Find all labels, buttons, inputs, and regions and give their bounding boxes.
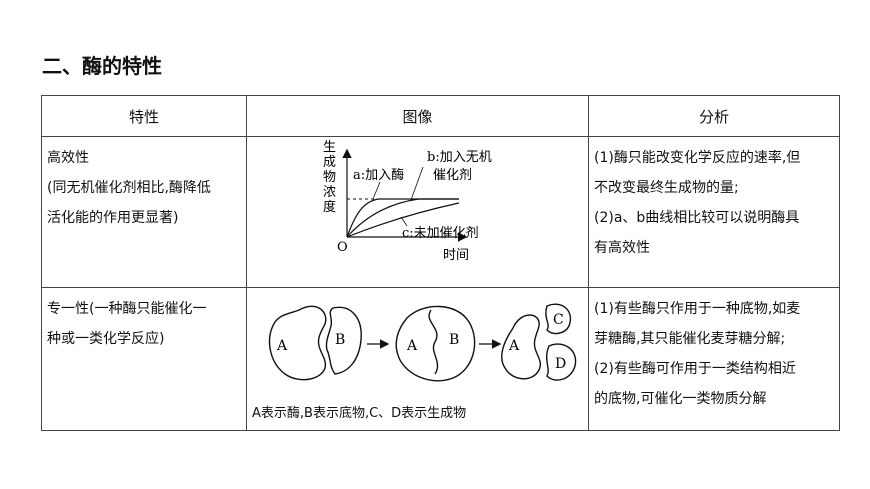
feature-line: 活化能的作用更显著)	[47, 210, 179, 226]
table-header-row: 特性 图像 分析	[41, 95, 840, 137]
graph-cell: 生 成 物 浓 度 O 时间	[246, 136, 589, 288]
origin-label: O	[337, 240, 348, 255]
analysis-line: 不改变最终生成物的量;	[594, 180, 739, 196]
curve-b-label: 催化剂	[433, 168, 472, 183]
substrate-b-shape	[325, 306, 362, 375]
curve-c-label: c:未加催化剂	[402, 226, 479, 241]
table-row-efficiency: 高效性 (同无机催化剂相比,酶降低 活化能的作用更显著) 生 成 物 浓	[41, 136, 840, 288]
analysis-line: (1)酶只能改变化学反应的速率,但	[594, 150, 801, 166]
label-a: A	[508, 338, 520, 354]
curve-a-enzyme	[346, 198, 459, 238]
analysis-line: 有高效性	[594, 240, 650, 256]
label-b: B	[449, 332, 459, 348]
x-axis-label: 时间	[443, 248, 469, 263]
diagram-cell: A B A B A C D A表示酶,B表示底物	[246, 287, 589, 431]
header-image: 图像	[246, 95, 589, 137]
feature-line: 专一性(一种酶只能催化一	[47, 301, 207, 317]
enzyme-a-shape	[268, 305, 327, 381]
feature-line: 种或一类化学反应)	[47, 331, 165, 347]
y-axis-label-char: 成	[323, 155, 336, 170]
analysis-cell: (1)酶只能改变化学反应的速率,但 不改变最终生成物的量; (2)a、b曲线相比…	[588, 136, 840, 288]
header-feature: 特性	[41, 95, 247, 137]
complex-boundary	[428, 309, 439, 375]
label-d: D	[555, 356, 566, 372]
product-d-shape	[546, 343, 577, 381]
page-title: 二、酶的特性	[42, 54, 162, 78]
analysis-line: 的底物,可催化一类物质分解	[594, 391, 767, 407]
feature-line: (同无机催化剂相比,酶降低	[47, 180, 211, 196]
product-concentration-graph: 生 成 物 浓 度 O 时间	[323, 140, 492, 263]
y-axis-label-char: 物	[323, 170, 336, 185]
curve-c-pointer	[400, 216, 408, 227]
enzyme-properties-table: 特性 图像 分析 高效性 (同无机催化剂相比,酶降低 活化能的作用更显著)	[41, 95, 840, 431]
curve-b-label: b:加入无机	[427, 150, 492, 165]
table-row-specificity: 专一性(一种酶只能催化一 种或一类化学反应) A B	[41, 287, 840, 431]
analysis-cell: (1)有些酶只作用于一种底物,如麦 芽糖酶,其只能催化麦芽糖分解; (2)有些酶…	[588, 287, 840, 431]
curve-b-inorganic-catalyst	[346, 198, 459, 238]
analysis-line: (1)有些酶只作用于一种底物,如麦	[594, 301, 801, 317]
diagram-caption: A表示酶,B表示底物,C、D表示生成物	[252, 406, 467, 421]
label-a: A	[406, 338, 418, 354]
feature-line: 高效性	[47, 150, 89, 166]
curve-c-no-catalyst	[346, 202, 460, 238]
product-c-shape	[545, 303, 572, 335]
analysis-line: (2)a、b曲线相比较可以说明酶具	[594, 210, 800, 226]
header-analysis: 分析	[588, 95, 840, 137]
analysis-line: 芽糖酶,其只能催化麦芽糖分解;	[594, 331, 786, 347]
enzyme-substrate-complex-shape	[395, 305, 476, 382]
feature-cell: 专一性(一种酶只能催化一 种或一类化学反应)	[41, 287, 247, 431]
lock-and-key-diagram: A B A B A C D	[268, 303, 577, 382]
label-b: B	[335, 332, 345, 348]
label-c: C	[553, 312, 564, 328]
y-axis-label-char: 生	[323, 140, 336, 155]
curve-b-pointer	[410, 166, 424, 201]
y-axis-label-char: 浓	[323, 185, 336, 200]
analysis-line: (2)有些酶可作用于一类结构相近	[594, 361, 796, 377]
y-axis-label-char: 度	[323, 199, 336, 215]
feature-cell: 高效性 (同无机催化剂相比,酶降低 活化能的作用更显著)	[41, 136, 247, 288]
enzyme-a-shape	[501, 314, 542, 380]
curve-a-label: a:加入酶	[353, 167, 404, 183]
label-a: A	[276, 338, 288, 354]
curve-a-pointer	[372, 181, 381, 200]
